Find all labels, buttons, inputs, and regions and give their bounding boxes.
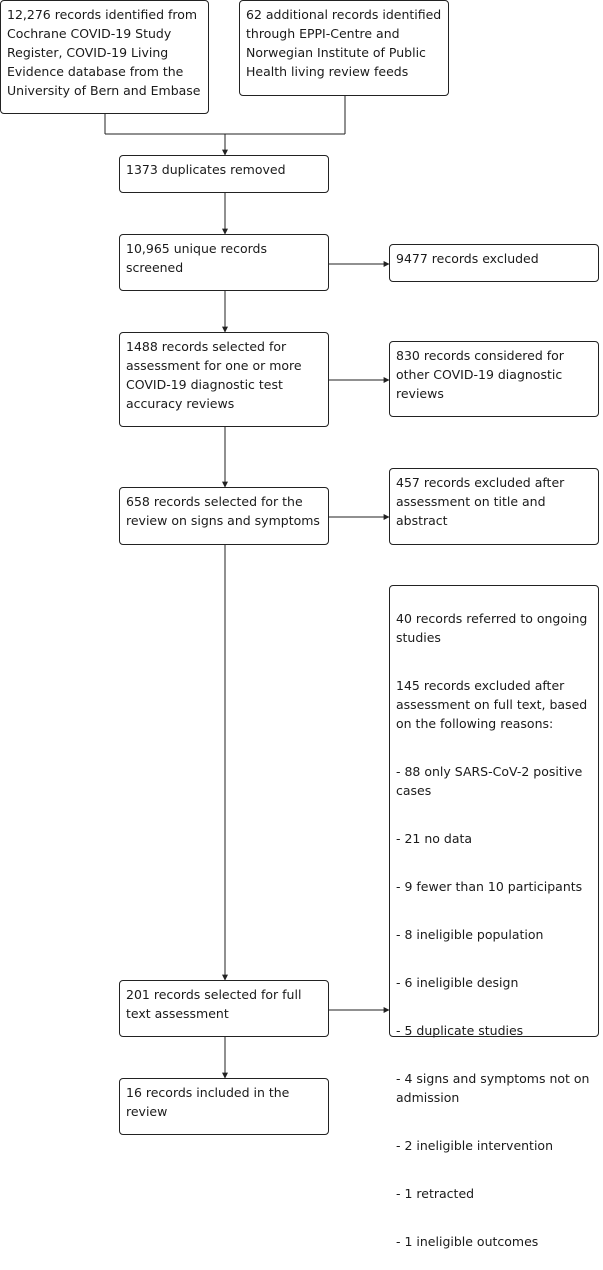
box-selected-review: 658 records selected for the review on s… <box>119 487 329 545</box>
box-included: 16 records included in the review <box>119 1078 329 1135</box>
exclusion-reason: - 4 signs and symptoms not on admission <box>396 1071 590 1105</box>
box-identified-databases: 12,276 records identified from Cochrane … <box>0 0 209 114</box>
exclusion-full-text-summary: 145 records excluded after assessment on… <box>396 678 588 731</box>
box-identified-additional: 62 additional records identified through… <box>239 0 449 96</box>
exclusion-reason: - 1 retracted <box>396 1186 475 1201</box>
box-full-text-assessment: 201 records selected for full text asses… <box>119 980 329 1037</box>
box-excluded-title-abstract: 457 records excluded after assessment on… <box>389 468 599 545</box>
box-other-reviews: 830 records considered for other COVID-1… <box>389 341 599 417</box>
exclusion-reason: - 1 ineligible outcomes <box>396 1234 539 1249</box>
exclusion-reason: - 9 fewer than 10 participants <box>396 879 583 894</box>
exclusion-reason: - 5 duplicate studies <box>396 1023 524 1038</box>
exclusion-reason: - 21 no data <box>396 831 473 846</box>
exclusion-reason: - 6 ineligible design <box>396 975 519 990</box>
exclusion-ongoing: 40 records referred to ongoing studies <box>396 611 588 645</box>
box-records-excluded: 9477 records excluded <box>389 244 599 282</box>
box-unique-screened: 10,965 unique records screened <box>119 234 329 291</box>
box-selected-assessment: 1488 records selected for assessment for… <box>119 332 329 427</box>
exclusion-reason: - 88 only SARS-CoV-2 positive cases <box>396 764 583 798</box>
box-duplicates-removed: 1373 duplicates removed <box>119 155 329 193</box>
exclusion-reason: - 2 ineligible intervention <box>396 1138 554 1153</box>
box-full-text-exclusions: 40 records referred to ongoing studies 1… <box>389 585 599 1249</box>
flow-connectors <box>104 96 390 1079</box>
exclusion-reason: - 8 ineligible population <box>396 927 544 942</box>
